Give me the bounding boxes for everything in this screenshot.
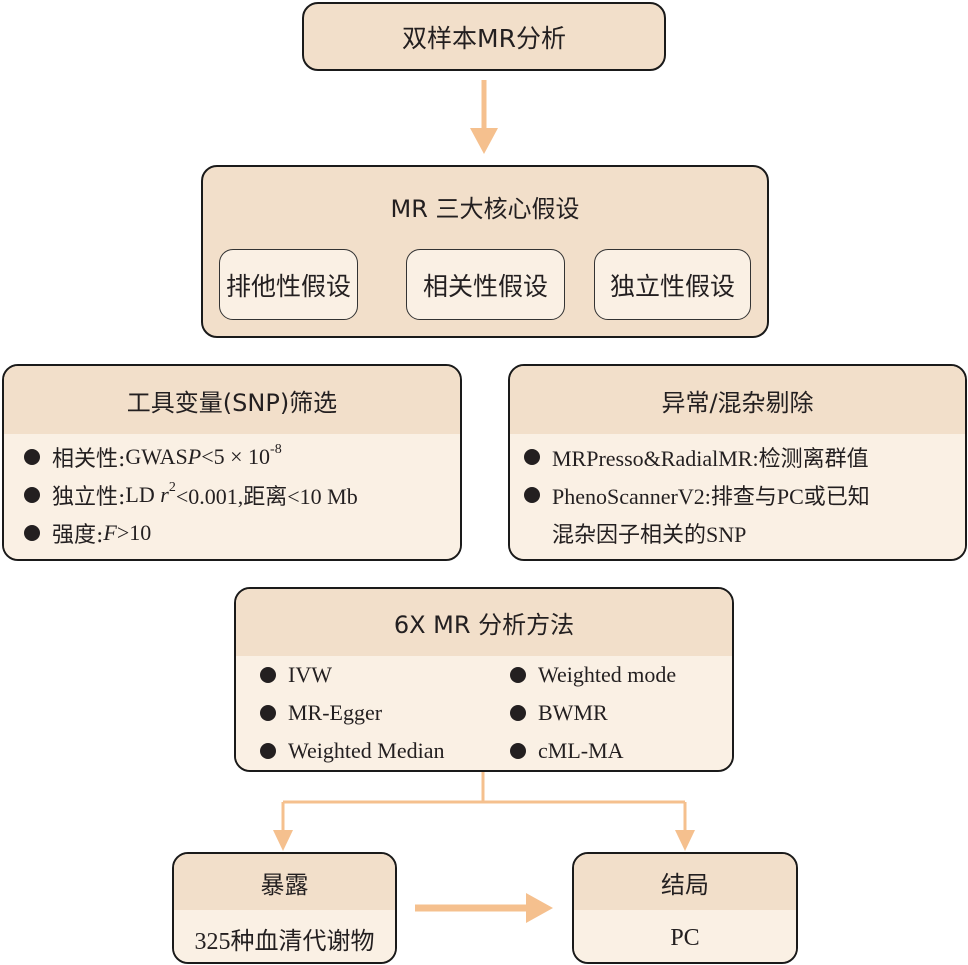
methods-list: IVW MR-Egger Weighted Median Weighted mo… <box>236 656 732 770</box>
method-item: Weighted mode <box>510 656 676 694</box>
method-item: MR-Egger <box>260 694 510 732</box>
assumption-exclusion: 排他性假设 <box>219 249 358 320</box>
bullet-icon <box>24 487 40 503</box>
assumptions-box: MR 三大核心假设 排他性假设 相关性假设 独立性假设 <box>201 165 769 338</box>
bullet-icon <box>510 743 526 759</box>
exposure-value: 325种血清代谢物 <box>174 910 395 962</box>
bullet-icon <box>510 705 526 721</box>
bullet-icon <box>524 449 540 465</box>
assumption-relevance: 相关性假设 <box>406 249 565 320</box>
bullet-icon <box>524 487 540 503</box>
assumptions-title: MR 三大核心假设 <box>390 195 580 223</box>
bullet-icon <box>260 667 276 683</box>
outcome-title: 结局 <box>574 854 796 910</box>
title-label: 双样本MR分析 <box>402 23 566 53</box>
method-item: Weighted Median <box>260 732 510 770</box>
exposure-box: 暴露 325种血清代谢物 <box>172 852 397 964</box>
outcome-box: 结局 PC <box>572 852 798 964</box>
bullet-icon <box>24 525 40 541</box>
arrowhead-down <box>273 830 293 851</box>
criterion-relevance: 相关性: GWAS P <5 × 10 -8 <box>24 438 460 476</box>
methods-right-column: Weighted mode BWMR cML-MA <box>510 656 676 770</box>
method-item: BWMR <box>510 694 676 732</box>
title-box: 双样本MR分析 <box>302 2 666 71</box>
method-phenoscanner-continuation: 混杂因子相关的SNP <box>552 522 747 547</box>
method-item: IVW <box>260 656 510 694</box>
confounder-removal-list: MRPresso&RadialMR:检测离群值 PhenoScannerV2:排… <box>510 434 965 559</box>
criterion-independence: 独立性: LD r 2 <0.001,距离<10 Mb <box>24 476 460 514</box>
bullet-icon <box>260 705 276 721</box>
outcome-value: PC <box>574 910 796 962</box>
method-phenoscanner: PhenoScannerV2:排查与PC或已知 <box>524 476 965 514</box>
bullet-icon <box>510 667 526 683</box>
method-outlier-detection: MRPresso&RadialMR:检测离群值 <box>524 438 965 476</box>
confounder-removal-title: 异常/混杂剔除 <box>510 366 965 434</box>
exposure-title: 暴露 <box>174 854 395 910</box>
confounder-removal-box: 异常/混杂剔除 MRPresso&RadialMR:检测离群值 PhenoSca… <box>508 364 967 561</box>
snp-selection-list: 相关性: GWAS P <5 × 10 -8 独立性: LD r 2 <0.00… <box>4 434 460 559</box>
methods-left-column: IVW MR-Egger Weighted Median <box>260 656 510 770</box>
methods-title: 6X MR 分析方法 <box>236 589 732 656</box>
assumption-independence: 独立性假设 <box>594 249 751 320</box>
snp-selection-title: 工具变量(SNP)筛选 <box>4 366 460 434</box>
snp-selection-box: 工具变量(SNP)筛选 相关性: GWAS P <5 × 10 -8 独立性: … <box>2 364 462 561</box>
method-item: cML-MA <box>510 732 676 770</box>
bullet-icon <box>24 449 40 465</box>
bullet-icon <box>260 743 276 759</box>
arrowhead-down <box>470 128 498 154</box>
methods-box: 6X MR 分析方法 IVW MR-Egger Weighted Median … <box>234 587 734 772</box>
arrowhead-right <box>526 893 553 923</box>
criterion-strength: 强度: F >10 <box>24 514 460 552</box>
arrowhead-down <box>675 830 695 851</box>
